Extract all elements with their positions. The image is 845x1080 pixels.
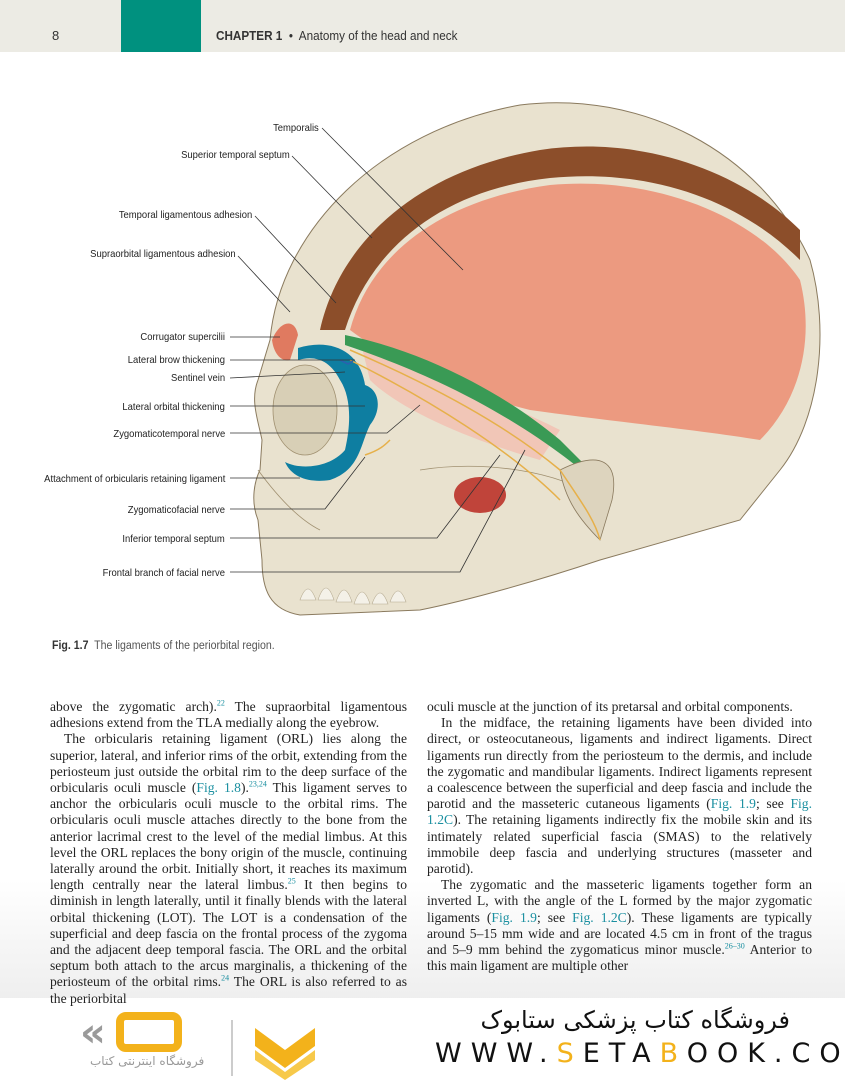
inferior-temporal-septum: [345, 335, 605, 490]
anatomy-illustration: Temporalis Superior temporal septum Temp…: [0, 60, 845, 640]
separator: •: [288, 28, 293, 43]
figure-link[interactable]: Fig. 1.2C: [572, 909, 627, 925]
page-number: 8: [52, 28, 60, 43]
paragraph: The zygomatic and the masseteric ligamen…: [427, 877, 813, 974]
label-temporal-ligamentous-adhesion: Temporal ligamentous adhesion: [118, 209, 252, 221]
label-lateral-orbital-thickening: Lateral orbital thickening: [122, 401, 225, 413]
chapter-heading: CHAPTER 1 • Anatomy of the head and neck: [216, 28, 458, 43]
label-frontal-branch-facial-nerve: Frontal branch of facial nerve: [102, 567, 225, 579]
paragraph: above the zygomatic arch).22 The supraor…: [50, 698, 407, 731]
leader-line: [229, 371, 346, 379]
label-lateral-brow-thickening: Lateral brow thickening: [127, 354, 225, 366]
fascia: [360, 340, 560, 460]
leader-line: [230, 449, 526, 573]
caption-number: Fig. 1.7: [52, 640, 89, 652]
chapter-label: CHAPTER 1: [216, 28, 283, 43]
citation[interactable]: 24: [221, 973, 230, 983]
figure-link[interactable]: Fig. 1.9: [491, 909, 537, 925]
label-zygomaticofacial-nerve: Zygomaticofacial nerve: [127, 504, 225, 516]
citation[interactable]: 25: [287, 876, 296, 886]
chapter-tab: [121, 0, 201, 52]
text-column-right: oculi muscle at the junction of its pret…: [427, 699, 812, 974]
nerves: [349, 349, 601, 541]
label-superior-temporal-septum: Superior temporal septum: [181, 149, 290, 161]
leader-line: [237, 255, 291, 313]
watermark-banner: « فروشگاه اینترنتی کتاب فروشگاه کتاب پزش…: [0, 998, 845, 1080]
label-zygomaticotemporal-nerve: Zygomaticotemporal nerve: [113, 428, 225, 440]
figure-caption: Fig. 1.7 The ligaments of the periorbita…: [52, 640, 275, 652]
label-sentinel-vein: Sentinel vein: [170, 372, 225, 384]
caption-text: The ligaments of the periorbital region.: [94, 640, 275, 652]
masseter: [454, 477, 506, 513]
leader-line: [230, 456, 366, 510]
svg-text:«: «: [80, 1010, 106, 1056]
running-header: 8 CHAPTER 1 • Anatomy of the head and ne…: [0, 0, 845, 52]
teeth: [299, 587, 407, 605]
label-inferior-temporal-septum: Inferior temporal septum: [122, 533, 225, 545]
store-name: فروشگاه کتاب پزشکی ستابوک: [480, 1006, 790, 1034]
leader-line: [230, 454, 501, 539]
paragraph: In the midface, the retaining ligaments …: [427, 715, 812, 877]
store-url[interactable]: WWW.SETABOOK.COM: [435, 1038, 845, 1069]
logo-tagline: فروشگاه اینترنتی کتاب: [90, 1054, 205, 1068]
setabook-logo: «: [80, 1010, 315, 1080]
citation[interactable]: 26–30: [724, 941, 745, 951]
paragraph: oculi muscle at the junction of its pret…: [427, 699, 793, 714]
sentinel-vein: [339, 359, 354, 365]
figure-link[interactable]: Fig. 1.8: [196, 780, 241, 796]
text-column-left: above the zygomatic arch).22 The supraor…: [50, 699, 407, 1007]
orbicularis-retaining-ligament: [285, 344, 378, 481]
figure-link[interactable]: Fig. 1.2C: [427, 796, 812, 828]
chapter-title: Anatomy of the head and neck: [298, 28, 458, 43]
label-temporalis: Temporalis: [273, 122, 319, 134]
corrugator-muscle: [272, 323, 298, 361]
orbit: [272, 364, 338, 456]
leader-line: [291, 155, 373, 239]
figure-link[interactable]: Fig. 1.9: [710, 796, 756, 812]
leader-line: [254, 215, 337, 304]
label-supraorbital-ligamentous-adhesion: Supraorbital ligamentous adhesion: [90, 248, 236, 260]
label-attachment-orl: Attachment of orbicularis retaining liga…: [43, 473, 225, 485]
label-corrugator-supercilii: Corrugator supercilii: [140, 331, 225, 343]
temporal-line: [320, 146, 800, 330]
paragraph: The orbicularis retaining ligament (ORL)…: [50, 731, 407, 1006]
ear-region: [559, 459, 615, 541]
citation[interactable]: 22: [216, 698, 225, 708]
leader-line: [321, 127, 464, 271]
temporalis-muscle: [350, 183, 806, 440]
leader-line: [230, 404, 421, 434]
citation[interactable]: 23,24: [248, 779, 267, 789]
